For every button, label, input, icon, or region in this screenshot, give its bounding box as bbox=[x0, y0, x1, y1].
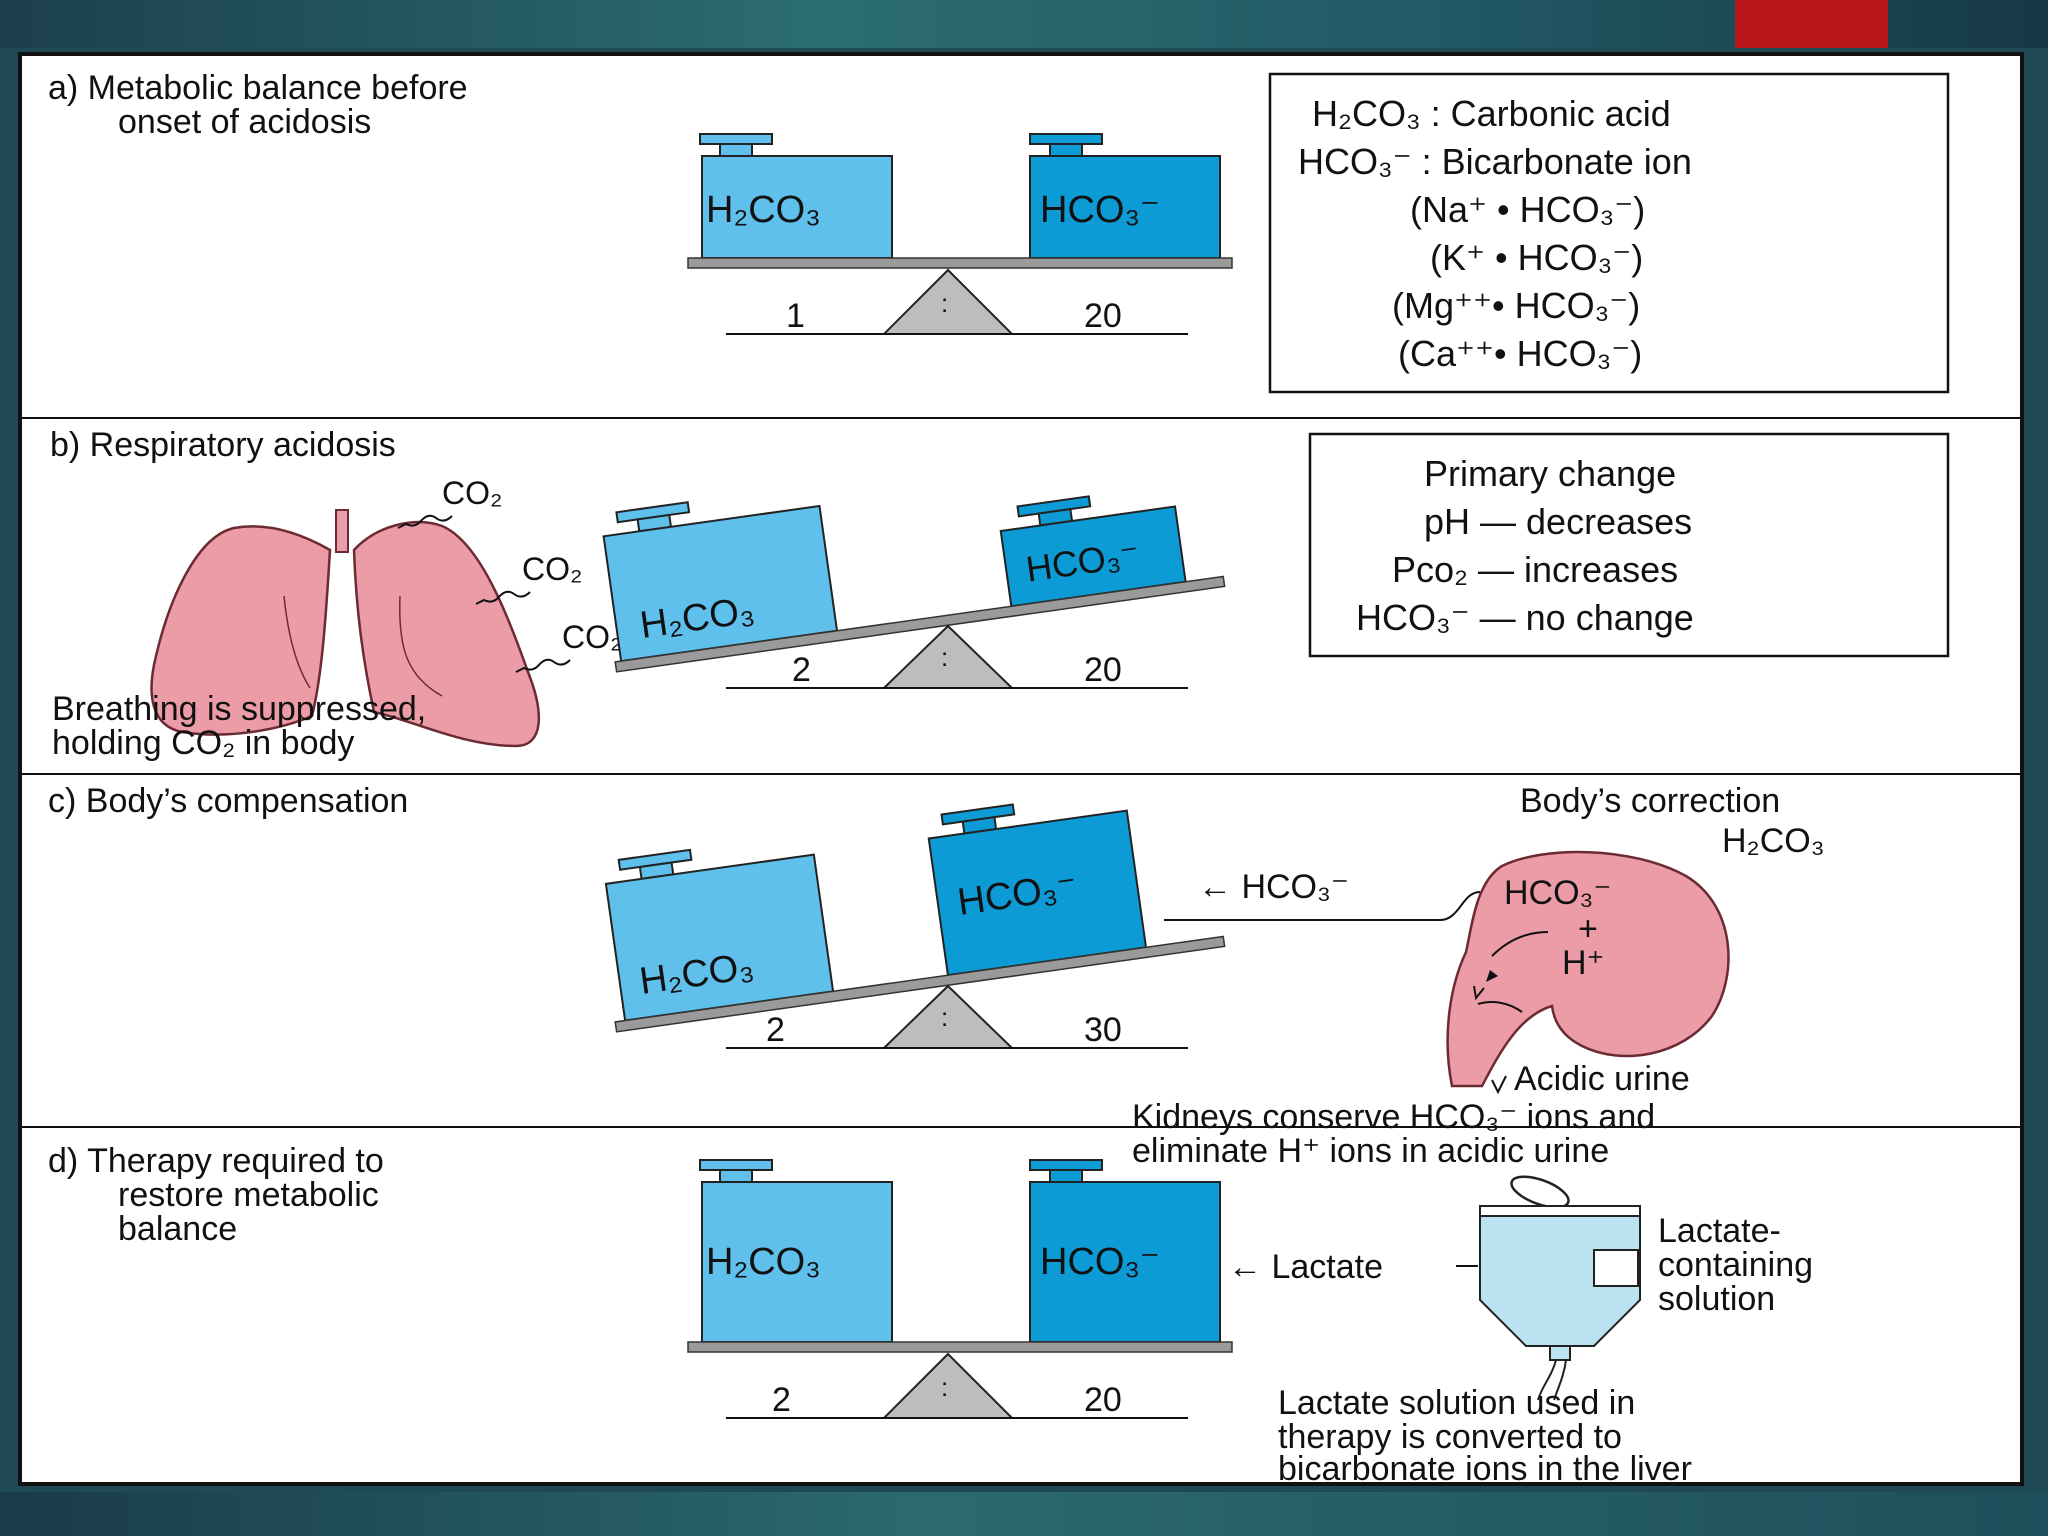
primary-change-ph: pH — decreases bbox=[1424, 501, 1692, 542]
panel-c-left-weight: H₂CO₃ bbox=[604, 848, 835, 1022]
panel-a-right-weight: HCO₃⁻ bbox=[1029, 133, 1221, 259]
top-banner bbox=[0, 0, 2048, 48]
co2-squiggle-1 bbox=[397, 514, 453, 529]
co2-label-1: CO₂ bbox=[442, 475, 502, 511]
panel-c-left-ratio: 2 bbox=[766, 1011, 785, 1049]
panel-b-title: b) Respiratory acidosis bbox=[50, 426, 396, 464]
primary-change-box bbox=[1308, 432, 1950, 658]
panel-d-title-3: balance bbox=[118, 1210, 237, 1248]
legend-line-4: (K⁺ • HCO₃⁻) bbox=[1430, 237, 1643, 278]
panel-d-left-weight: H₂CO₃ bbox=[699, 1159, 893, 1343]
red-accent-tab bbox=[1735, 0, 1888, 48]
primary-change-hco3: HCO₃⁻ — no change bbox=[1356, 597, 1694, 638]
acidosis-diagram: a) Metabolic balance before onset of aci… bbox=[22, 69, 2022, 1484]
panel-d-left-label: H₂CO₃ bbox=[706, 1241, 821, 1283]
panel-a-title-2: onset of acidosis bbox=[118, 103, 371, 141]
panel-b-left-ratio: 2 bbox=[792, 651, 811, 689]
panel-d-beam bbox=[687, 1341, 1233, 1353]
left-lung bbox=[150, 525, 332, 736]
legend-line-1: H₂CO₃ : Carbonic acid bbox=[1312, 93, 1671, 134]
legend-line-3: (Na⁺ • HCO₃⁻) bbox=[1410, 189, 1645, 230]
panel-a-colon: : bbox=[941, 288, 948, 318]
legend-line-5: (Mg⁺⁺• HCO₃⁻) bbox=[1392, 285, 1640, 326]
solution-label-1: Lactate- bbox=[1658, 1212, 1781, 1250]
panel-a-right-label: HCO₃⁻ bbox=[1040, 189, 1160, 231]
panel-c-colon: : bbox=[941, 1002, 948, 1032]
legend-line-6: (Ca⁺⁺• HCO₃⁻) bbox=[1398, 333, 1642, 374]
kidney-plus: + bbox=[1578, 910, 1598, 948]
diagram-slide: a) Metabolic balance before onset of aci… bbox=[18, 52, 2024, 1486]
panel-c-right-weight: HCO₃⁻ bbox=[927, 803, 1148, 977]
panel-b-left-weight: H₂CO₃ bbox=[602, 501, 839, 663]
panel-a-title-1: a) Metabolic balance before bbox=[48, 69, 468, 107]
panel-b-colon: : bbox=[941, 642, 948, 672]
panel-d-caption-3: bicarbonate ions in the liver bbox=[1278, 1450, 1692, 1484]
kidney-hco3: HCO₃⁻ bbox=[1504, 874, 1611, 912]
urine-arrow bbox=[1491, 1075, 1507, 1095]
panel-d-title-2: restore metabolic bbox=[118, 1176, 379, 1214]
primary-change-pco2: Pco₂ — increases bbox=[1392, 549, 1678, 590]
panel-d-colon: : bbox=[941, 1372, 948, 1402]
panel-a-left-weight: H₂CO₃ bbox=[699, 133, 893, 259]
panel-c-arrow-label: ← HCO₃⁻ bbox=[1198, 868, 1349, 906]
co2-label-3: CO₂ bbox=[562, 619, 622, 655]
panel-b-right-ratio: 20 bbox=[1084, 651, 1122, 689]
bottom-banner bbox=[0, 1492, 2048, 1536]
panel-b-tilted-scale: H₂CO₃ HCO₃⁻ bbox=[602, 495, 1226, 673]
panel-c-caption-2: eliminate H⁺ ions in acidic urine bbox=[1132, 1132, 1609, 1170]
panel-d-left-ratio: 2 bbox=[772, 1381, 791, 1419]
panel-d-caption-2: therapy is converted to bbox=[1278, 1418, 1622, 1456]
kidney-h-ion: H⁺ bbox=[1562, 944, 1605, 982]
co2-squiggle-3 bbox=[515, 658, 571, 673]
solution-label-3: solution bbox=[1658, 1280, 1775, 1318]
panel-d-right-label: HCO₃⁻ bbox=[1040, 1241, 1160, 1283]
panel-c-connector bbox=[1164, 891, 1481, 921]
panel-d-arrow-label: ← Lactate bbox=[1228, 1248, 1383, 1286]
panel-d-title-1: d) Therapy required to bbox=[48, 1142, 384, 1180]
panel-d-caption-1: Lactate solution used in bbox=[1278, 1384, 1635, 1422]
panel-b-caption-2: holding CO₂ in body bbox=[52, 724, 354, 762]
panel-a: a) Metabolic balance before onset of aci… bbox=[48, 69, 1950, 394]
panel-d-right-weight: HCO₃⁻ bbox=[1029, 1159, 1221, 1343]
solution-label-2: containing bbox=[1658, 1246, 1813, 1284]
panel-d-right-ratio: 20 bbox=[1084, 1381, 1122, 1419]
panel-c-caption-1: Kidneys conserve HCO₃⁻ ions and bbox=[1132, 1098, 1655, 1136]
panel-c-right-ratio: 30 bbox=[1084, 1011, 1122, 1049]
lungs-illustration bbox=[150, 509, 541, 748]
co2-labels: CO₂ CO₂ CO₂ bbox=[397, 475, 622, 673]
acidic-urine-label: Acidic urine bbox=[1514, 1060, 1690, 1098]
co2-label-2: CO₂ bbox=[522, 551, 582, 587]
right-lung bbox=[352, 520, 541, 748]
primary-change-title: Primary change bbox=[1424, 453, 1676, 494]
panel-d: d) Therapy required to restore metabolic… bbox=[48, 1142, 1813, 1484]
body-correction-1: Body’s correction bbox=[1520, 782, 1780, 820]
panel-a-right-ratio: 20 bbox=[1084, 297, 1122, 335]
body-correction-2: H₂CO₃ bbox=[1722, 822, 1825, 860]
legend-box bbox=[1268, 72, 1950, 394]
panel-b-caption-1: Breathing is suppressed, bbox=[52, 690, 426, 728]
panel-c-tilted-scale: H₂CO₃ HCO₃⁻ bbox=[604, 803, 1226, 1033]
kidney-illustration: HCO₃⁻ + H⁺ bbox=[1446, 850, 1730, 1088]
panel-c: c) Body’s compensation Body’s correction… bbox=[48, 782, 1825, 1170]
panel-a-left-ratio: 1 bbox=[786, 297, 805, 335]
panel-a-beam bbox=[687, 257, 1233, 269]
co2-squiggle-2 bbox=[475, 590, 531, 605]
iv-bag-illustration bbox=[1479, 1175, 1641, 1401]
panel-c-title: c) Body’s compensation bbox=[48, 782, 408, 820]
panel-a-left-label: H₂CO₃ bbox=[706, 189, 821, 231]
legend-line-2: HCO₃⁻ : Bicarbonate ion bbox=[1298, 141, 1692, 182]
panel-b: b) Respiratory acidosis CO₂ CO₂ CO₂ Brea… bbox=[50, 426, 1950, 762]
